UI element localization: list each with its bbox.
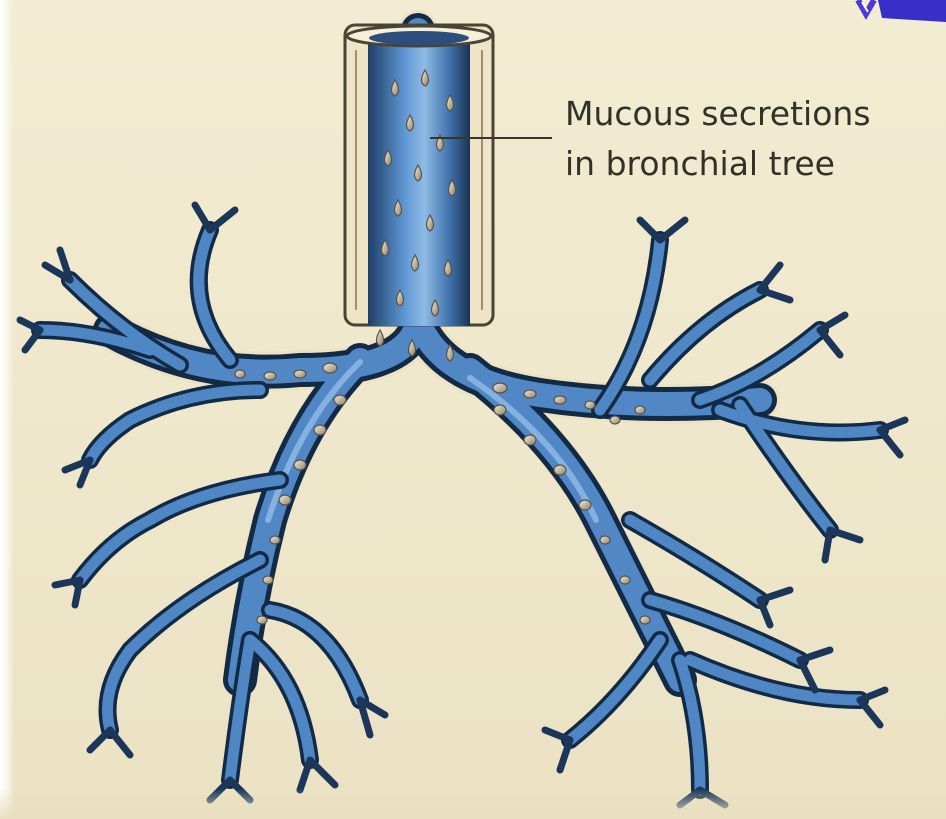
page-bottom-shadow — [0, 789, 946, 819]
annotation-label-line2: in bronchial tree — [565, 145, 835, 183]
annotation-label-line1: Mucous secretions — [565, 95, 871, 133]
